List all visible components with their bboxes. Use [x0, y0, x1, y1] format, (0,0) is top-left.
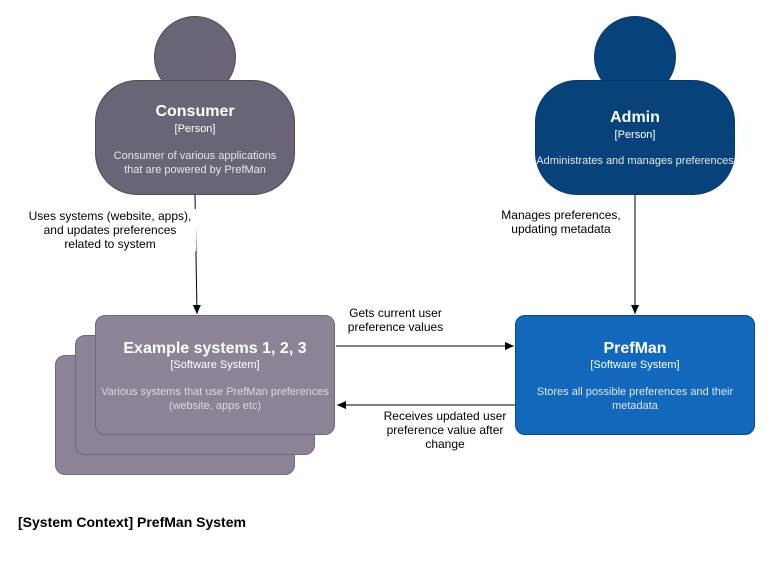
example-systems-description: Various systems that use PrefMan prefere…	[101, 386, 329, 412]
consumer-description: Consumer of various applications that ar…	[113, 150, 277, 176]
prefman-stereotype: [Software System]	[590, 359, 680, 371]
prefman-box: PrefMan [Software System] Stores all pos…	[515, 315, 755, 435]
consumer-stereotype: [Person]	[174, 123, 216, 135]
consumer-person: Consumer [Person] Consumer of various ap…	[95, 80, 295, 195]
admin-person: Admin [Person] Administrates and manages…	[535, 80, 735, 195]
example-systems-stereotype: [Software System]	[170, 359, 260, 371]
label-admin-to-prefman: Manages preferences, updating metadata	[496, 208, 626, 236]
consumer-title: Consumer	[155, 103, 235, 120]
admin-stereotype: [Person]	[614, 129, 656, 141]
label-consumer-to-systems: Uses systems (website, apps), and update…	[24, 209, 196, 251]
example-systems-box: Example systems 1, 2, 3 [Software System…	[95, 315, 335, 435]
admin-description: Administrates and manages preferences	[536, 155, 734, 167]
example-systems-title: Example systems 1, 2, 3	[123, 340, 307, 357]
diagram-caption: [System Context] PrefMan System	[18, 514, 246, 530]
label-systems-to-prefman: Gets current user preference values	[338, 306, 453, 334]
prefman-description: Stores all possible preferences and thei…	[536, 386, 734, 412]
prefman-title: PrefMan	[603, 340, 667, 357]
label-prefman-to-systems: Receives updated user preference value a…	[380, 409, 510, 451]
admin-title: Admin	[610, 109, 660, 126]
